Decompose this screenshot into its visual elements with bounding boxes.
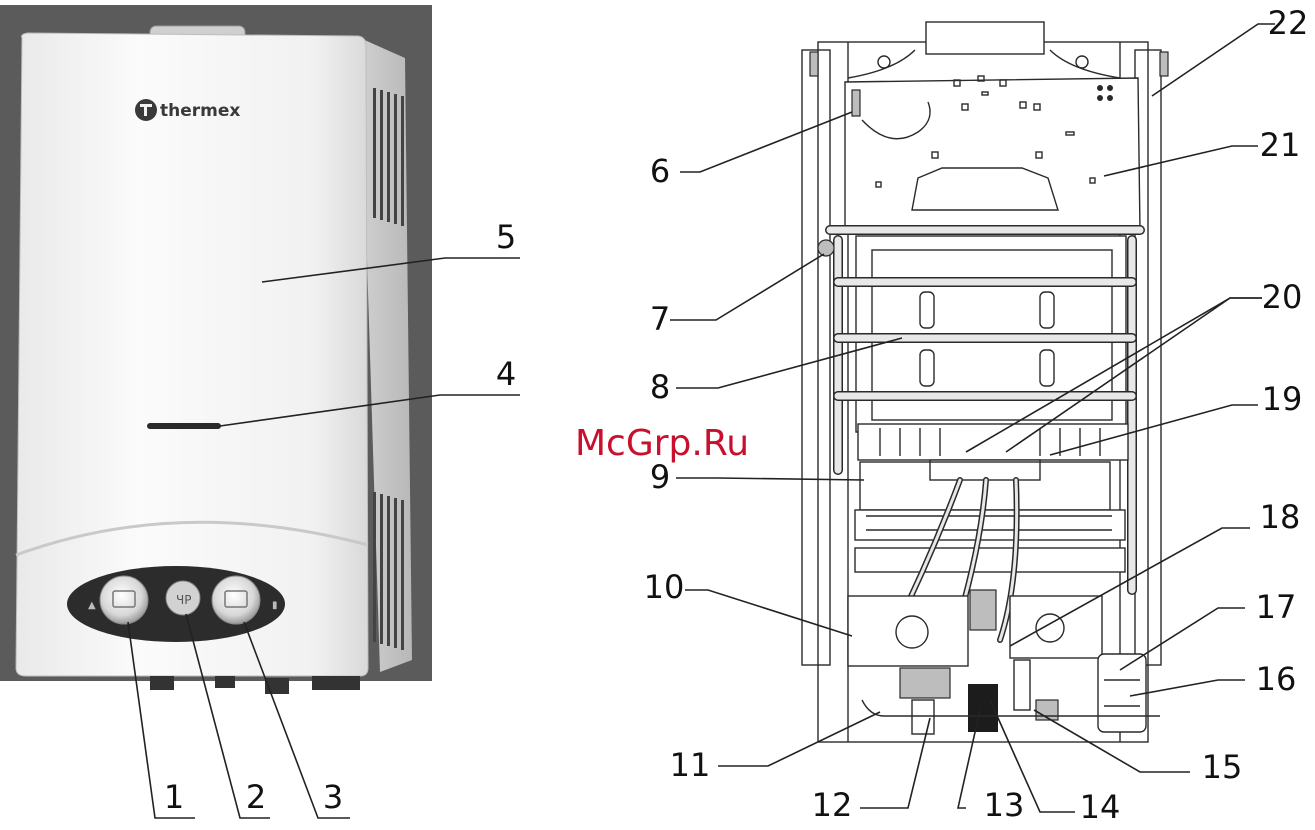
ignition-unit [900,668,950,698]
gas-inlet [912,700,934,734]
hood-opening [912,168,1058,210]
battery-box [1098,654,1146,732]
gas-flow-knob[interactable] [100,576,148,624]
overheat-sensor [818,240,834,256]
brand-logo: thermex [135,99,240,121]
callout-19: 19 [1262,380,1303,418]
svg-text:ЧР: ЧР [176,593,191,607]
callout-7: 7 [650,300,670,338]
viewing-window [147,423,221,429]
callout-12: 12 [812,786,853,824]
callout-16: 16 [1256,660,1297,698]
callout-5: 5 [496,218,516,256]
left-rail [802,50,830,665]
callout-3: 3 [323,778,343,816]
hot-water-outlet [1014,660,1030,710]
burner-head [858,424,1128,460]
gas-distributor [855,548,1125,572]
water-gas-valve [848,596,968,666]
callout-14: 14 [1080,788,1121,826]
burner-manifold [855,510,1125,540]
internal-schematic [802,22,1168,742]
mounting-hole-right [1076,56,1088,68]
callout-6: 6 [650,152,670,190]
water-regulator [1010,596,1102,658]
callout-8: 8 [650,368,670,406]
callout-15: 15 [1202,748,1243,786]
callout-18: 18 [1260,498,1301,536]
draft-sensor [852,90,860,116]
callout-2: 2 [246,778,266,816]
control-panel: ▲ ▮ ЧР [67,566,285,642]
flue-outlet [926,22,1044,54]
brand-name: thermex [160,101,240,121]
solenoid-valve [970,590,996,630]
callout-13: 13 [984,786,1025,824]
ignition-electrode-block [930,460,1040,480]
mounting-hole-left [878,56,890,68]
callout-4: 4 [496,355,516,393]
thermometer-icon: ▮ [272,600,278,611]
callout-10: 10 [644,568,685,606]
heater-photo: thermex ▲ ▮ ЧР [0,5,432,694]
callout-17: 17 [1256,588,1297,626]
callout-20: 20 [1262,278,1303,316]
callout-11: 11 [670,746,711,784]
watermark-text: McGrp.Ru [575,423,749,464]
callout-1: 1 [164,778,184,816]
flame-icon: ▲ [88,600,96,611]
water-temperature-knob[interactable] [212,576,260,624]
callout-21: 21 [1260,126,1301,164]
callout-22: 22 [1268,4,1309,42]
